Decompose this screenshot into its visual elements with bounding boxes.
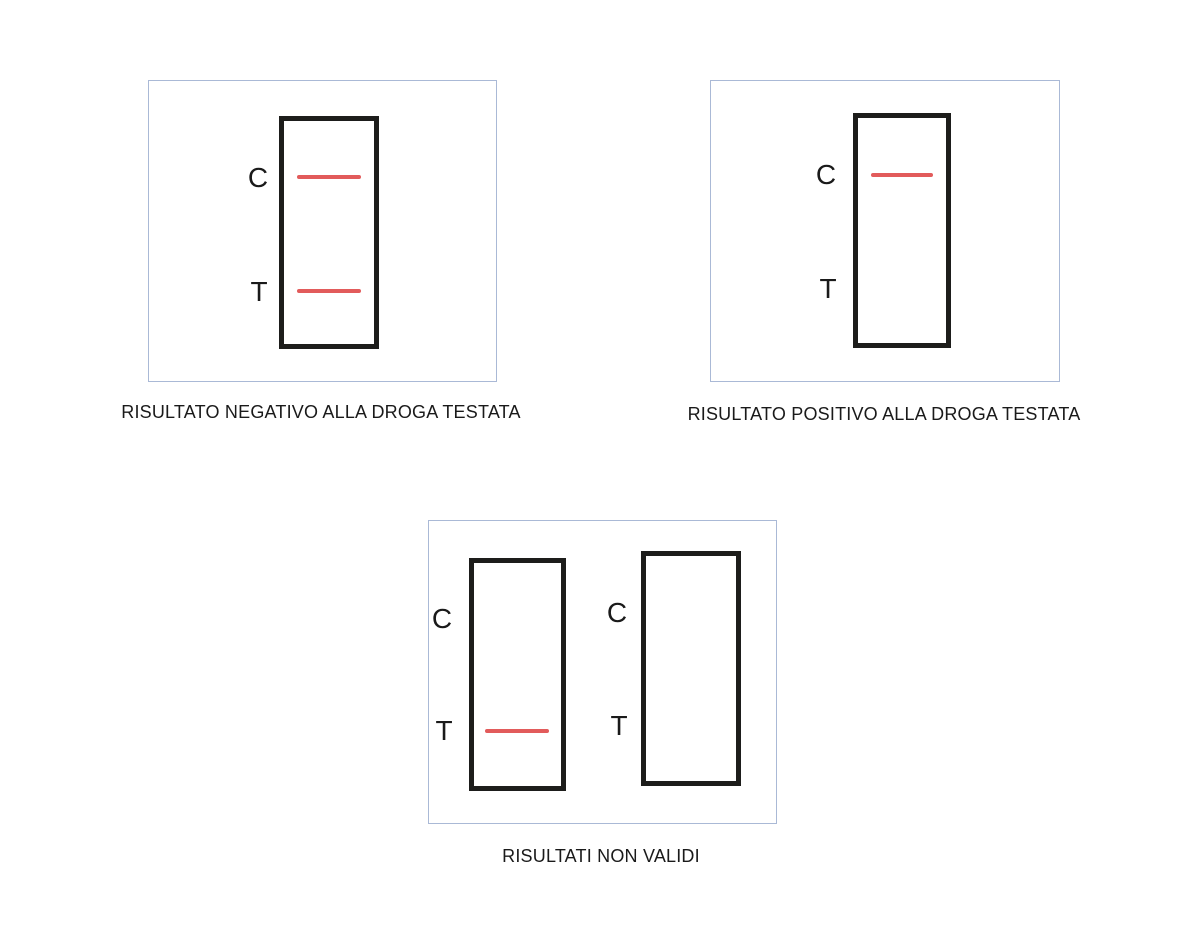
result-panel-positive: C T	[710, 80, 1060, 382]
test-strip	[279, 116, 379, 349]
test-line	[485, 729, 549, 733]
test-line	[297, 289, 361, 293]
test-strip	[469, 558, 566, 791]
control-line-label: C	[815, 159, 837, 190]
test-line-label: T	[435, 715, 453, 746]
test-line-label: T	[250, 276, 268, 307]
result-panel-invalid: C T C T	[428, 520, 777, 824]
test-line-label: T	[610, 710, 628, 741]
result-caption-negative: RISULTATO NEGATIVO ALLA DROGA TESTATA	[121, 402, 521, 422]
control-line	[871, 173, 933, 177]
control-line	[297, 175, 361, 179]
control-line-label: C	[606, 597, 628, 628]
control-line-label: C	[431, 603, 453, 634]
result-panel-negative: C T	[148, 80, 497, 382]
test-strip	[853, 113, 951, 348]
control-line-label: C	[247, 162, 269, 193]
result-caption-positive: RISULTATO POSITIVO ALLA DROGA TESTATA	[687, 404, 1081, 424]
test-strip	[641, 551, 741, 786]
result-caption-invalid: RISULTATI NON VALIDI	[502, 846, 700, 866]
test-line-label: T	[819, 273, 837, 304]
